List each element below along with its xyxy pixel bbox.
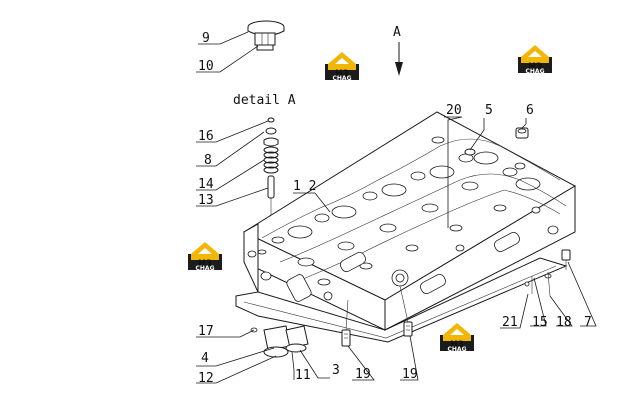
callout-5: 5	[485, 103, 493, 118]
callout-11: 11	[295, 368, 311, 383]
watermark-logo-1: H3 CHAG	[325, 52, 359, 82]
callout-13: 13	[198, 193, 214, 208]
watermark-logo-3: H3 CHAG	[188, 242, 222, 272]
callout-labels: 9 10 16 8 14 13 1 2 20 5 6 17 4 12 11 3 …	[198, 31, 592, 386]
watermark-logo-4: H3 CHAG	[440, 323, 474, 353]
callout-6: 6	[526, 103, 534, 118]
logo-bottom-text: CHAG	[526, 68, 545, 75]
callout-8: 8	[204, 153, 212, 168]
logo-top-text: H3	[450, 340, 464, 350]
callout-1-2: 1 2	[293, 179, 316, 194]
callout-12: 12	[198, 371, 214, 386]
callout-20: 20	[446, 103, 462, 118]
logo-top-text: H3	[198, 259, 212, 269]
cylinder-head-block	[242, 111, 577, 331]
callout-19-right: 19	[402, 367, 418, 382]
callout-10: 10	[198, 59, 214, 74]
leader-lines	[196, 31, 597, 384]
logo-bottom-text: CHAG	[448, 346, 467, 353]
watermark-logo-2: H3 CHAG	[518, 45, 552, 75]
view-arrow-a: A	[393, 25, 403, 76]
callout-4: 4	[201, 351, 209, 366]
head-side-ports	[247, 206, 559, 302]
right-end-fittings	[531, 249, 571, 297]
plugs-top	[464, 127, 529, 156]
callout-15: 15	[532, 315, 548, 330]
logo-top-text: H3	[528, 62, 542, 72]
view-arrow-label: A	[393, 25, 401, 40]
detail-a-label: detail A	[233, 93, 296, 108]
callout-14: 14	[198, 177, 214, 192]
valve-spring	[263, 146, 279, 174]
lifting-brackets	[263, 325, 309, 358]
callout-9: 9	[202, 31, 210, 46]
callout-3: 3	[332, 363, 340, 378]
callout-17: 17	[198, 324, 214, 339]
logo-bottom-text: CHAG	[333, 75, 352, 82]
callout-19-left: 19	[355, 367, 371, 382]
callout-16: 16	[198, 129, 214, 144]
callout-18: 18	[556, 315, 572, 330]
callout-7: 7	[584, 315, 592, 330]
head-bolts	[341, 285, 413, 347]
logo-bottom-text: CHAG	[196, 265, 215, 272]
logo-top-text: H3	[335, 69, 349, 79]
callout-21: 21	[502, 315, 518, 330]
oil-filler-cap	[247, 20, 285, 51]
